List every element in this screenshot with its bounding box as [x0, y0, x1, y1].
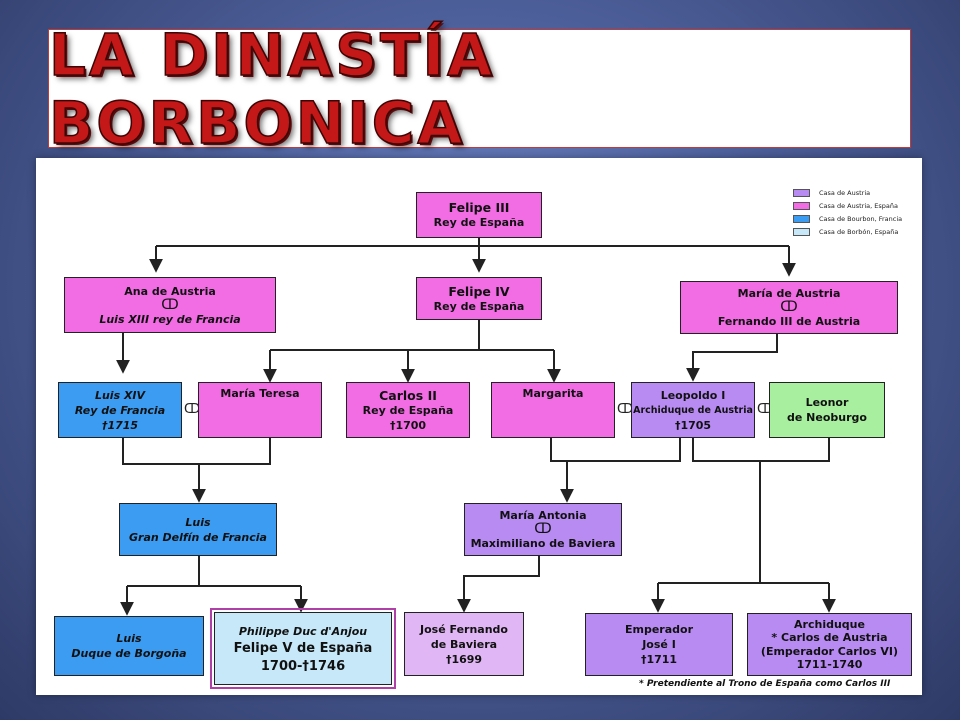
person-name: Margarita	[522, 387, 584, 400]
person-name: José Fernando	[420, 622, 508, 636]
person-title: * Carlos de Austria	[771, 631, 888, 644]
person-luis-duque-borgona: Luis Duque de Borgoña	[54, 616, 204, 676]
person-dates: †1699	[445, 652, 483, 666]
person-dates: 1711-1740	[796, 658, 863, 671]
legend-item: Casa de Austria, España	[793, 200, 902, 212]
person-title: Rey de España	[362, 403, 454, 417]
person-name: Felipe IV	[448, 283, 510, 299]
connector-lines	[116, 238, 836, 616]
line-maria-leopoldo	[686, 334, 778, 382]
person-name: María Teresa	[220, 387, 300, 400]
person-dates: †1711	[640, 653, 678, 666]
legend-swatch	[793, 202, 810, 210]
person-title: Rey de España	[433, 299, 525, 313]
person-name: Luis XIV	[94, 388, 146, 402]
person-title: Gran Delfín de Francia	[129, 530, 267, 544]
highlight-frame	[210, 608, 396, 689]
person-dates: †1705	[674, 418, 712, 432]
person-name: Emperador	[624, 623, 693, 636]
person-name: Leopoldo I	[660, 388, 726, 402]
person-name: Philippe Duc d'Anjou	[238, 624, 368, 638]
person-maria-antonia: María Antonia ↀ Maximiliano de Baviera	[464, 503, 622, 556]
person-name: Luis	[116, 632, 142, 645]
person-title-alt: (Emperador Carlos VI)	[760, 644, 899, 658]
person-spouse: Luis XIII rey de Francia	[99, 312, 241, 326]
person-archiduque-carlos: Archiduque * Carlos de Austria (Emperado…	[747, 613, 912, 676]
person-dates: 1700-†1746	[260, 658, 346, 674]
person-leonor: Leonor de Neoburgo	[769, 382, 885, 438]
person-name: Carlos II	[379, 387, 437, 403]
person-philippe-felipe5: Philippe Duc d'Anjou Felipe V de España …	[214, 612, 392, 685]
line-marg-leop	[550, 438, 681, 462]
person-dates: †1700	[389, 418, 427, 432]
marriage-rings-icon: ↀ	[161, 296, 179, 313]
person-maria-teresa: María Teresa	[198, 382, 322, 438]
person-title: de Neoburgo	[787, 411, 867, 424]
person-title: Rey de España	[433, 216, 525, 229]
legend-label: Casa de Austria	[819, 189, 871, 197]
line-antonia-stem	[457, 556, 540, 613]
page-title: La dinastía borbonica	[48, 20, 495, 158]
family-tree-panel: Casa de Austria Casa de Austria, España …	[36, 158, 922, 695]
person-jose-fernando: José Fernando de Baviera †1699	[404, 612, 524, 676]
person-name: Archiduque	[794, 617, 865, 631]
person-margarita: Margarita	[491, 382, 615, 438]
legend-label: Casa de Bourbon, Francia	[819, 215, 903, 223]
person-dates: †1715	[101, 418, 139, 432]
person-name: Luis	[185, 515, 211, 529]
title-banner: La dinastía borbonica	[48, 20, 911, 157]
legend-swatch	[793, 215, 810, 223]
person-name: Ana de Austria	[124, 284, 216, 298]
person-leopoldo1: Leopoldo I Archiduque de Austria †1705	[631, 382, 755, 438]
person-title: de Baviera	[430, 637, 498, 651]
legend: Casa de Austria Casa de Austria, España …	[793, 187, 902, 239]
person-title: José I	[642, 638, 676, 651]
person-name: Felipe III	[448, 200, 510, 215]
person-luis-gran-delfin: Luis Gran Delfín de Francia	[119, 503, 277, 556]
legend-item: Casa de Borbón, España	[793, 226, 902, 238]
person-felipe3: Felipe III Rey de España	[416, 192, 542, 238]
legend-swatch	[793, 189, 810, 197]
person-spouse: Maximiliano de Baviera	[470, 537, 616, 550]
person-name: María Antonia	[499, 509, 587, 522]
person-name: Leonor	[805, 396, 849, 409]
legend-label: Casa de Borbón, España	[819, 228, 899, 236]
person-spouse: Fernando III de Austria	[717, 315, 861, 328]
legend-item: Casa de Austria	[793, 187, 902, 199]
marriage-rings-icon: ↀ	[617, 402, 634, 417]
legend-item: Casa de Bourbon, Francia	[793, 213, 902, 225]
person-jose1: Emperador José I †1711	[585, 613, 733, 676]
legend-label: Casa de Austria, España	[819, 202, 898, 210]
person-maria-de-austria: María de Austria ↀ Fernando III de Austr…	[680, 281, 898, 334]
marriage-rings-icon: ↀ	[184, 402, 201, 417]
person-title: Duque de Borgoña	[71, 647, 187, 660]
person-felipe4: Felipe IV Rey de España	[416, 277, 542, 320]
person-title: Rey de Francia	[74, 403, 166, 417]
marriage-rings-icon: ↀ	[534, 521, 552, 537]
person-name: María de Austria	[737, 287, 841, 300]
person-carlos2: Carlos II Rey de España †1700	[346, 382, 470, 438]
legend-swatch	[793, 228, 810, 236]
line-leop-leonor	[692, 438, 830, 462]
marriage-rings-icon: ↀ	[780, 299, 798, 315]
person-ana-de-austria: Ana de Austria ↀ Luis XIII rey de Franci…	[64, 277, 276, 333]
person-title: Archiduque de Austria	[633, 404, 753, 416]
line-luis14-down	[122, 438, 271, 465]
person-luis14: Luis XIV Rey de Francia †1715	[58, 382, 182, 438]
person-title: Felipe V de España	[233, 640, 373, 656]
footnote: * Pretendiente al Trono de España como C…	[639, 679, 891, 689]
